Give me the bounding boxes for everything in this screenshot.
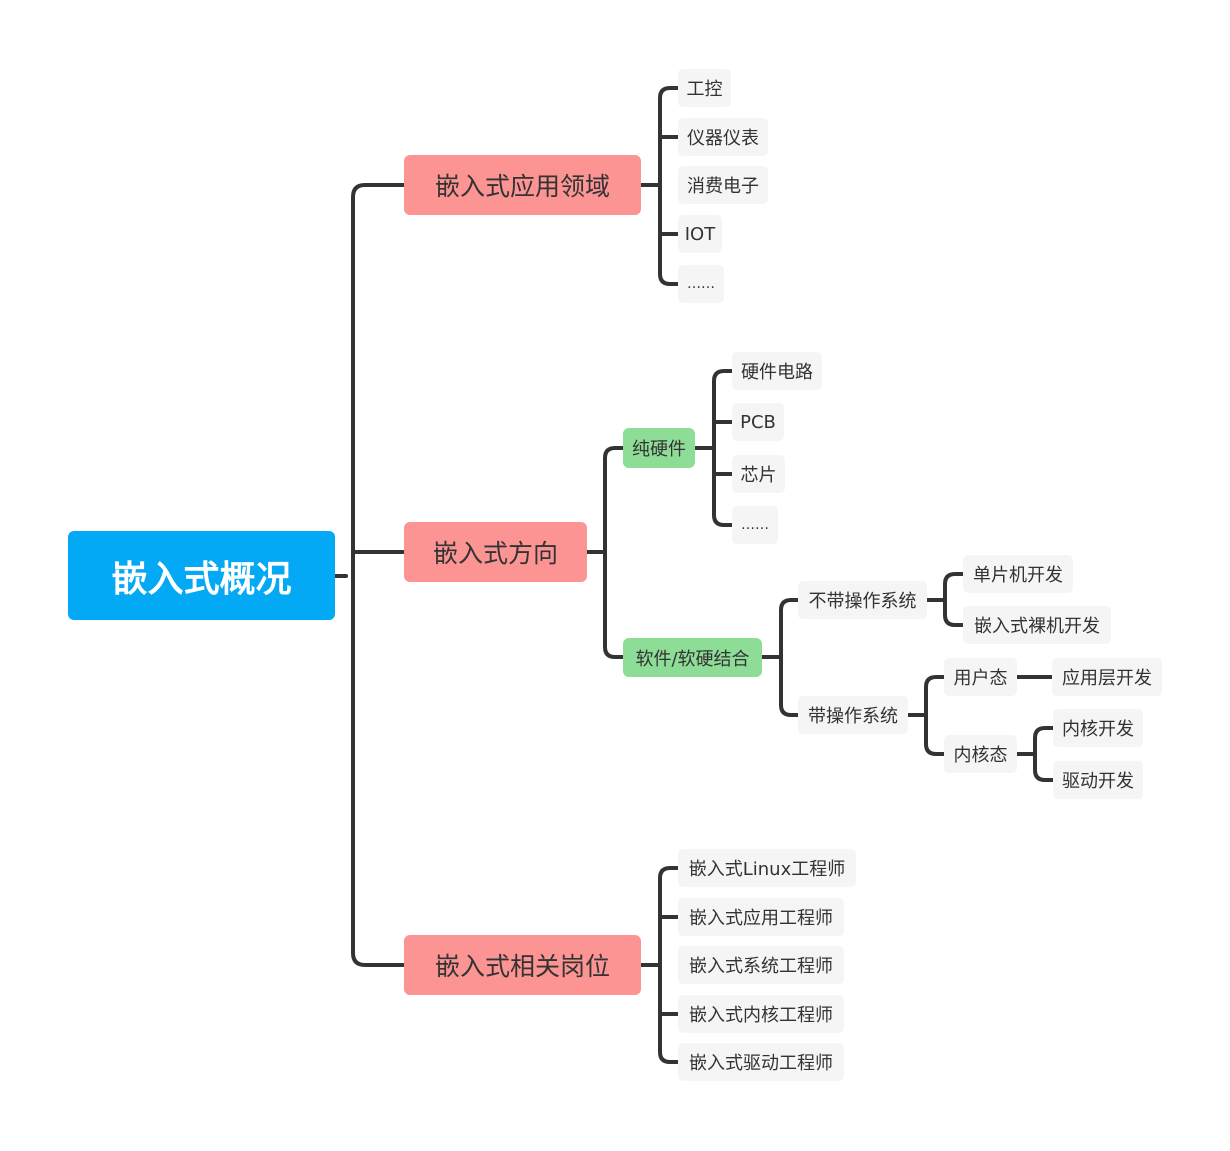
leaf-field-5[interactable]: …… <box>678 265 724 303</box>
topic-related-jobs[interactable]: 嵌入式相关岗位 <box>404 935 641 995</box>
connector-fields-bracket <box>658 86 680 286</box>
leaf-no-os-1[interactable]: 单片机开发 <box>963 555 1073 593</box>
leaf-kernel-mode-2[interactable]: 驱动开发 <box>1053 761 1143 799</box>
connector-no-os-bracket <box>943 572 965 627</box>
leaf-job-2[interactable]: 嵌入式应用工程师 <box>678 898 844 936</box>
root-topic[interactable]: 嵌入式概况 <box>68 531 335 620</box>
leaf-job-1[interactable]: 嵌入式Linux工程师 <box>678 849 856 887</box>
connector-kernel-mode-bracket <box>1033 726 1055 782</box>
connector-software-bracket <box>779 598 800 717</box>
topic-software[interactable]: 软件/软硬结合 <box>623 638 762 677</box>
topic-user-mode[interactable]: 用户态 <box>944 658 1017 696</box>
connector-jobs-mid <box>658 915 680 1016</box>
leaf-field-3[interactable]: 消费电子 <box>678 166 768 204</box>
connector-root-bracket <box>351 183 406 967</box>
leaf-hardware-4[interactable]: …… <box>732 506 778 544</box>
leaf-user-mode-1[interactable]: 应用层开发 <box>1052 658 1162 696</box>
topic-pure-hardware[interactable]: 纯硬件 <box>623 428 695 468</box>
topic-no-os[interactable]: 不带操作系统 <box>798 581 927 619</box>
topic-with-os[interactable]: 带操作系统 <box>798 696 908 734</box>
leaf-kernel-mode-1[interactable]: 内核开发 <box>1053 709 1143 747</box>
topic-kernel-mode[interactable]: 内核态 <box>944 735 1017 773</box>
leaf-hardware-3[interactable]: 芯片 <box>732 455 785 493</box>
connector-jobs-bracket <box>658 866 680 1064</box>
leaf-job-5[interactable]: 嵌入式驱动工程师 <box>678 1043 844 1081</box>
leaf-field-2[interactable]: 仪器仪表 <box>678 118 768 156</box>
connector-with-os-bracket <box>924 675 946 756</box>
leaf-no-os-2[interactable]: 嵌入式裸机开发 <box>963 606 1111 644</box>
connector-hardware-bracket <box>712 369 734 527</box>
leaf-field-4[interactable]: IOT <box>678 215 722 253</box>
leaf-job-4[interactable]: 嵌入式内核工程师 <box>678 995 844 1033</box>
connector-hardware-mid <box>712 420 734 476</box>
leaf-hardware-2[interactable]: PCB <box>732 403 784 441</box>
leaf-job-3[interactable]: 嵌入式系统工程师 <box>678 946 844 984</box>
leaf-hardware-1[interactable]: 硬件电路 <box>732 352 822 390</box>
leaf-field-1[interactable]: 工控 <box>678 69 731 107</box>
topic-direction[interactable]: 嵌入式方向 <box>404 522 587 582</box>
topic-application-fields[interactable]: 嵌入式应用领域 <box>404 155 641 215</box>
connector-fields-mid <box>658 135 680 236</box>
connector-direction-bracket <box>603 446 625 659</box>
